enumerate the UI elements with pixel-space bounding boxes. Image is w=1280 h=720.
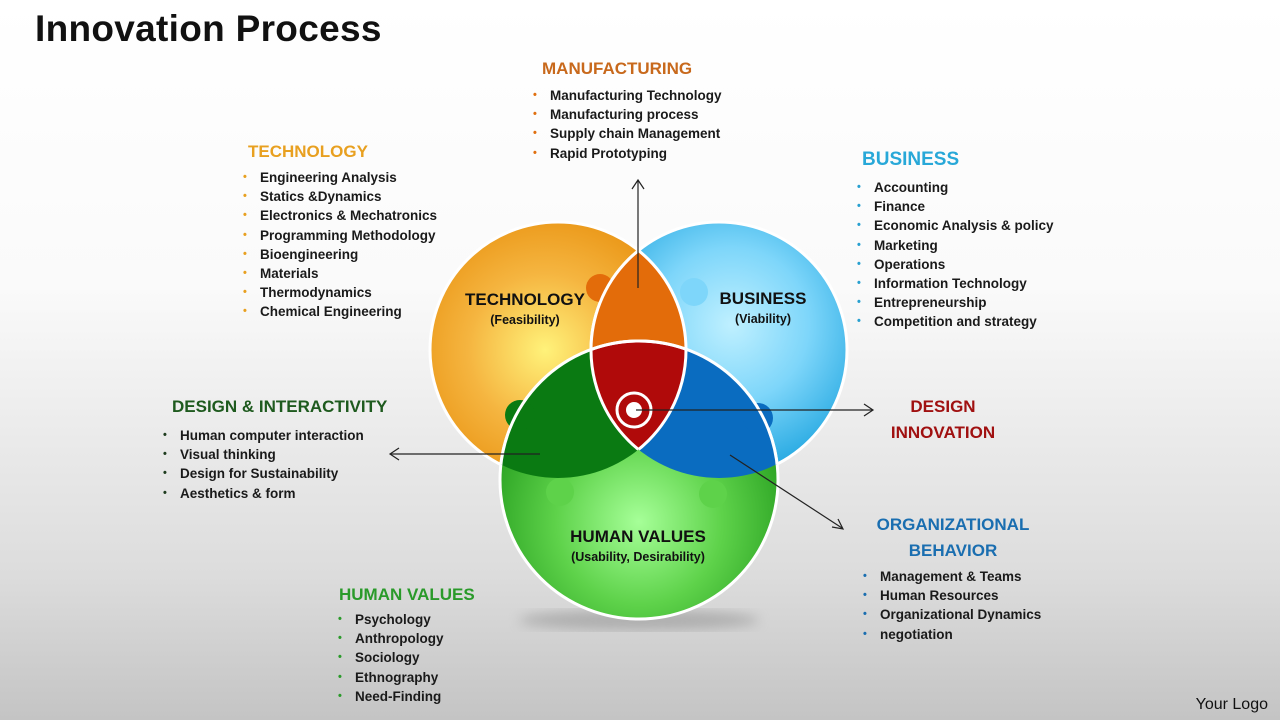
list-item: Supply chain Management	[533, 124, 722, 143]
manufacturing-list: Manufacturing TechnologyManufacturing pr…	[533, 86, 722, 163]
list-item: Finance	[857, 197, 1054, 216]
list-item: Psychology	[338, 610, 443, 629]
list-item: Organizational Dynamics	[863, 605, 1041, 624]
list-item: Engineering Analysis	[243, 168, 437, 187]
list-item: Human Resources	[863, 586, 1041, 605]
business-heading: BUSINESS	[862, 149, 960, 170]
list-item: Information Technology	[857, 274, 1054, 293]
human-values-circle-label: HUMAN VALUES (Usability, Desirability)	[538, 527, 738, 564]
business-title: BUSINESS	[719, 289, 807, 308]
technology-title: TECHNOLOGY	[465, 290, 585, 309]
logo-placeholder: Your Logo	[1195, 696, 1268, 713]
list-item: negotiation	[863, 625, 1041, 644]
list-item: Visual thinking	[163, 445, 364, 464]
human-values-subtitle: (Usability, Desirability)	[571, 550, 705, 564]
organizational-behavior-line2: BEHAVIOR	[908, 541, 998, 560]
business-subtitle: (Viability)	[734, 312, 792, 326]
technology-circle-label: TECHNOLOGY (Feasibility)	[455, 290, 595, 327]
list-item: Entrepreneurship	[857, 293, 1054, 312]
technology-subtitle: (Feasibility)	[490, 313, 560, 327]
human-values-heading: HUMAN VALUES	[339, 585, 475, 604]
technology-heading: TECHNOLOGY	[248, 142, 368, 161]
list-item: Electronics & Mechatronics	[243, 206, 437, 225]
list-item: Manufacturing process	[533, 105, 722, 124]
manufacturing-heading: MANUFACTURING	[542, 59, 693, 78]
list-item: Bioengineering	[243, 245, 437, 264]
design-interactivity-heading: DESIGN & INTERACTIVITY	[172, 397, 388, 416]
organizational-behavior-line1: ORGANIZATIONAL	[876, 515, 1030, 534]
list-item: Statics &Dynamics	[243, 187, 437, 206]
list-item: Anthropology	[338, 629, 443, 648]
technology-list: Engineering AnalysisStatics &DynamicsEle…	[243, 168, 437, 322]
business-circle-label: BUSINESS (Viability)	[693, 289, 833, 326]
arrow-organizational-behavior	[729, 454, 843, 529]
list-item: Marketing	[857, 236, 1054, 255]
list-item: Materials	[243, 264, 437, 283]
list-item: Chemical Engineering	[243, 302, 437, 321]
list-item: Thermodynamics	[243, 283, 437, 302]
human-values-title: HUMAN VALUES	[570, 527, 706, 546]
list-item: Rapid Prototyping	[533, 144, 722, 163]
list-item: Competition and strategy	[857, 312, 1054, 331]
organizational-behavior-list: Management & TeamsHuman ResourcesOrganiz…	[863, 567, 1041, 644]
list-item: Need-Finding	[338, 687, 443, 706]
design-innovation-line1: DESIGN	[910, 397, 976, 416]
human-values-list: PsychologyAnthropologySociologyEthnograp…	[338, 610, 443, 706]
design-interactivity-list: Human computer interactionVisual thinkin…	[163, 426, 364, 503]
design-innovation-heading: DESIGN INNOVATION	[873, 394, 1013, 446]
list-item: Sociology	[338, 648, 443, 667]
list-item: Economic Analysis & policy	[857, 216, 1054, 235]
page-title: Innovation Process	[35, 8, 382, 49]
organizational-behavior-heading: ORGANIZATIONAL BEHAVIOR	[863, 512, 1043, 564]
list-item: Accounting	[857, 178, 1054, 197]
design-innovation-line2: INNOVATION	[890, 423, 996, 442]
list-item: Aesthetics & form	[163, 484, 364, 503]
business-list: AccountingFinanceEconomic Analysis & pol…	[857, 178, 1054, 332]
list-item: Operations	[857, 255, 1054, 274]
list-item: Management & Teams	[863, 567, 1041, 586]
list-item: Human computer interaction	[163, 426, 364, 445]
list-item: Ethnography	[338, 668, 443, 687]
list-item: Manufacturing Technology	[533, 86, 722, 105]
list-item: Design for Sustainability	[163, 464, 364, 483]
list-item: Programming Methodology	[243, 226, 437, 245]
